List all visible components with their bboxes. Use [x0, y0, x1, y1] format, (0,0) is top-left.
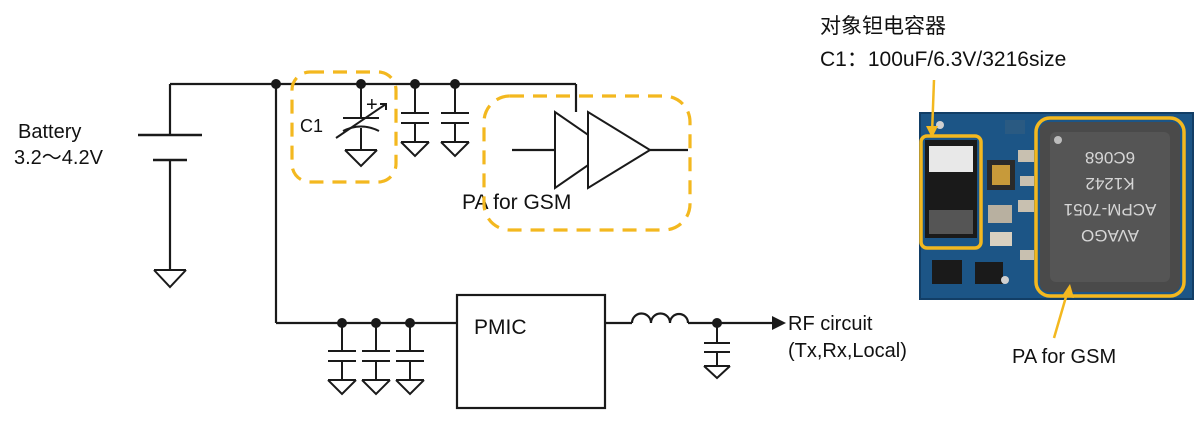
battery-symbol: [138, 133, 202, 162]
highlight-boxes: [290, 70, 692, 232]
lower-cap-3: [395, 323, 425, 396]
battery-label: Battery: [18, 121, 81, 143]
chip-line-3: K1242: [1085, 174, 1134, 193]
rf-filter-capacitor: [703, 323, 731, 380]
junction-dots: [271, 79, 722, 328]
board-photo: AVAGO ACPM-7051 K1242 6C068: [919, 79, 1194, 339]
inductor-symbol: [630, 312, 690, 324]
upper-cap-2: [440, 84, 470, 158]
pa-label: PA for GSM: [462, 191, 571, 214]
rf-circuit-label: RF circuit: [788, 313, 873, 335]
pa-highlight-box: [482, 94, 692, 232]
pa-chip-markings: AVAGO ACPM-7051 K1242 6C068: [1064, 148, 1157, 245]
c1-polarity-mark: +: [366, 94, 378, 116]
chip-line-2: ACPM-7051: [1064, 200, 1157, 219]
pmic-label: PMIC: [474, 316, 527, 339]
upper-cap-1: [400, 84, 430, 158]
c1-highlight-box: [290, 70, 398, 184]
photo-cap-highlight: [919, 134, 983, 250]
wires: [168, 82, 772, 325]
rf-arrow-icon: [772, 316, 786, 330]
battery-voltage: 3.2～4.2V: [14, 147, 104, 169]
c1-label: C1: [300, 116, 323, 136]
photo-pa-highlight: [1034, 116, 1186, 298]
chip-line-1: AVAGO: [1081, 226, 1139, 245]
photo-pa-label: PA for GSM: [1012, 346, 1116, 368]
upper-decoupling-capacitors: [400, 84, 470, 158]
chip-line-4: 6C068: [1085, 148, 1135, 167]
photo-spec: C1：100uF/6.3V/3216size: [820, 48, 1066, 71]
rf-circuit-sub: (Tx,Rx,Local): [788, 340, 907, 362]
pmic-block: [455, 293, 607, 410]
pa-amplifier-symbol: [554, 110, 652, 190]
battery-ground-icon: [153, 269, 187, 289]
lower-cap-1: [327, 323, 357, 396]
board-components: [932, 120, 1034, 284]
lower-decoupling-capacitors: [327, 323, 425, 396]
lower-cap-2: [361, 323, 391, 396]
c1-capacitor-symbol: [335, 84, 387, 168]
photo-title-cn: 对象钽电容器: [820, 14, 946, 38]
